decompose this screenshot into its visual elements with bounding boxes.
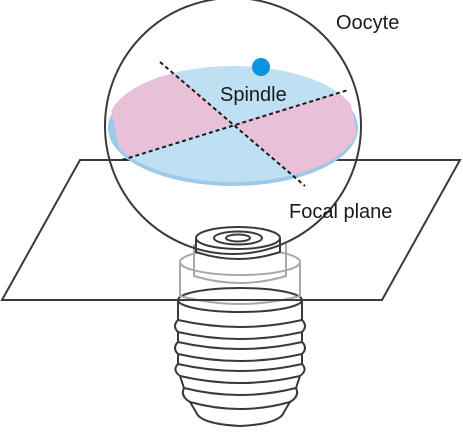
oocyte-sphere: [104, 0, 362, 255]
oocyte-label: Oocyte: [336, 12, 399, 34]
focal-plane-label: Focal plane: [289, 201, 392, 223]
spindle-label: Spindle: [220, 84, 287, 106]
plate-divider-b: [121, 89, 349, 161]
objective-lower-body: [174, 299, 306, 428]
spindle-dot: [252, 58, 270, 76]
plate-divider-a: [159, 61, 306, 187]
objective-top: [195, 226, 281, 260]
spindle-plate: [108, 61, 358, 187]
objective-lens: [174, 287, 306, 428]
